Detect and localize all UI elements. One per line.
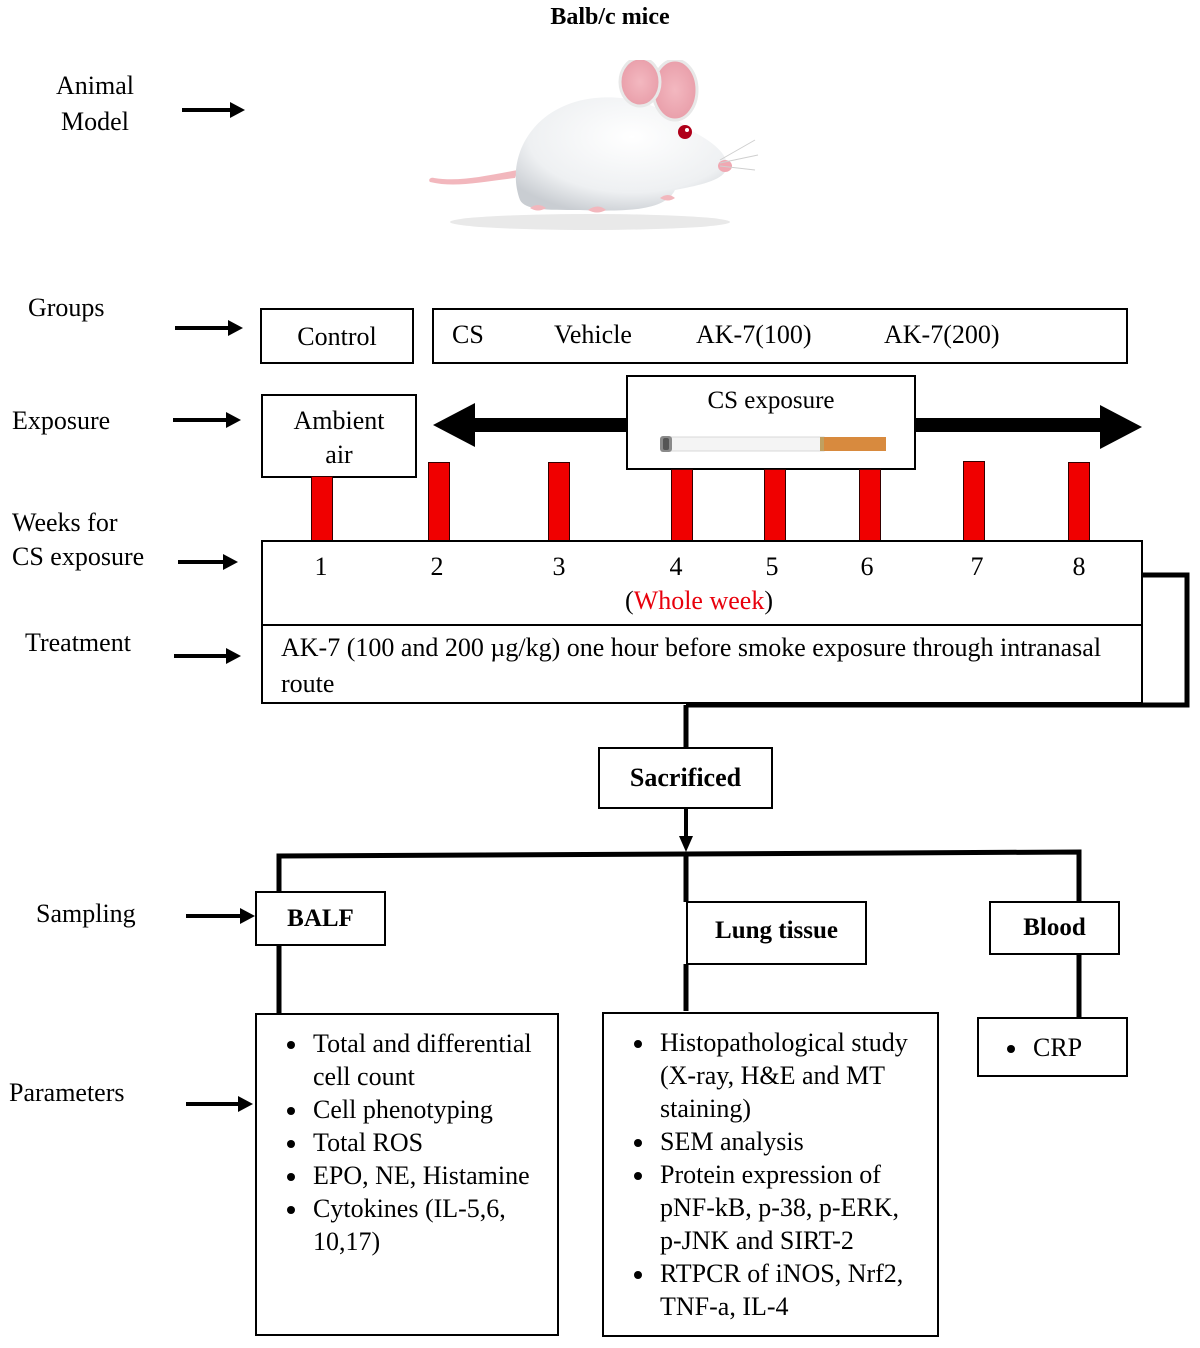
week-number: 5 — [765, 552, 779, 581]
treatment-box: AK-7 (100 and 200 µg/kg) one hour before… — [261, 624, 1143, 704]
week-bar-3 — [548, 462, 570, 541]
blood-label: Blood — [1023, 914, 1086, 941]
list-item: Cell phenotyping — [309, 1093, 539, 1126]
group-cs: CS — [452, 320, 484, 349]
week-bar-4 — [671, 469, 693, 541]
mouse-illustration — [429, 60, 759, 230]
list-item: Total and differential cell count — [309, 1027, 539, 1093]
control-group-label: Control — [297, 322, 377, 351]
week-number: 8 — [1072, 552, 1086, 581]
week-number: 7 — [970, 552, 984, 581]
week-bar-2 — [428, 462, 450, 541]
cs-exposure-box: CS exposure — [626, 375, 916, 470]
label-sampling: Sampling — [36, 899, 136, 928]
week-bar-8 — [1068, 462, 1090, 541]
lung-tissue-label: Lung tissue — [715, 917, 838, 944]
diagram-title: Balb/c mice — [550, 4, 670, 30]
lung-parameters-box: Histopathological study (X-ray, H&E and … — [602, 1012, 939, 1337]
group-ak7-200: AK-7(200) — [884, 320, 1000, 349]
sacrificed-label: Sacrificed — [629, 763, 742, 792]
whole-week-note: (Whole week) — [625, 586, 774, 615]
blood-parameters-box: CRP — [977, 1017, 1128, 1077]
week-number: 1 — [314, 552, 328, 581]
cigarette-icon — [660, 436, 886, 452]
cs-exposure-label: CS exposure — [707, 387, 835, 414]
week-number: 6 — [860, 552, 874, 581]
blood-box: Blood — [989, 901, 1120, 955]
balf-parameters-box: Total and differential cell count Cell p… — [255, 1013, 559, 1336]
week-number: 2 — [430, 552, 444, 581]
week-bar-1 — [311, 476, 333, 541]
lung-tissue-box: Lung tissue — [686, 901, 867, 965]
list-item: RTPCR of iNOS, Nrf2, TNF-a, IL-4 — [656, 1257, 926, 1323]
list-item: CRP — [1029, 1031, 1126, 1064]
balf-label: BALF — [287, 905, 354, 932]
week-bar-7 — [963, 461, 985, 541]
label-exposure: Exposure — [12, 406, 111, 435]
control-group-box: Control — [260, 308, 414, 364]
label-weeks: Weeks for CS exposure — [12, 508, 145, 571]
label-groups: Groups — [28, 293, 105, 322]
list-item: Total ROS — [309, 1126, 539, 1159]
label-animal-model: Animal Model — [56, 71, 134, 136]
treatment-text: AK-7 (100 and 200 µg/kg) one hour before… — [281, 633, 1102, 698]
list-item: EPO, NE, Histamine — [309, 1159, 539, 1192]
list-item: Cytokines (IL-5,6, 10,17) — [309, 1192, 539, 1258]
week-bar-5 — [764, 469, 786, 541]
week-number: 4 — [669, 552, 683, 581]
label-treatment: Treatment — [25, 628, 131, 657]
group-ak7-100: AK-7(100) — [696, 320, 812, 349]
ambient-air-label: Ambient air — [293, 406, 385, 469]
treatment-groups-box: CS Vehicle AK-7(100) AK-7(200) — [432, 308, 1128, 364]
group-vehicle: Vehicle — [554, 320, 632, 349]
list-item: Histopathological study (X-ray, H&E and … — [656, 1026, 926, 1125]
list-item: Protein expression of pNF-kB, p-38, p-ER… — [656, 1158, 926, 1257]
week-number: 3 — [552, 552, 566, 581]
ambient-air-box: Ambient air — [261, 394, 417, 478]
list-item: SEM analysis — [656, 1125, 926, 1158]
balf-box: BALF — [255, 891, 386, 946]
sacrificed-box: Sacrificed — [598, 747, 773, 809]
label-parameters: Parameters — [9, 1078, 125, 1107]
week-bar-6 — [859, 469, 881, 541]
weeks-box — [261, 540, 1143, 626]
